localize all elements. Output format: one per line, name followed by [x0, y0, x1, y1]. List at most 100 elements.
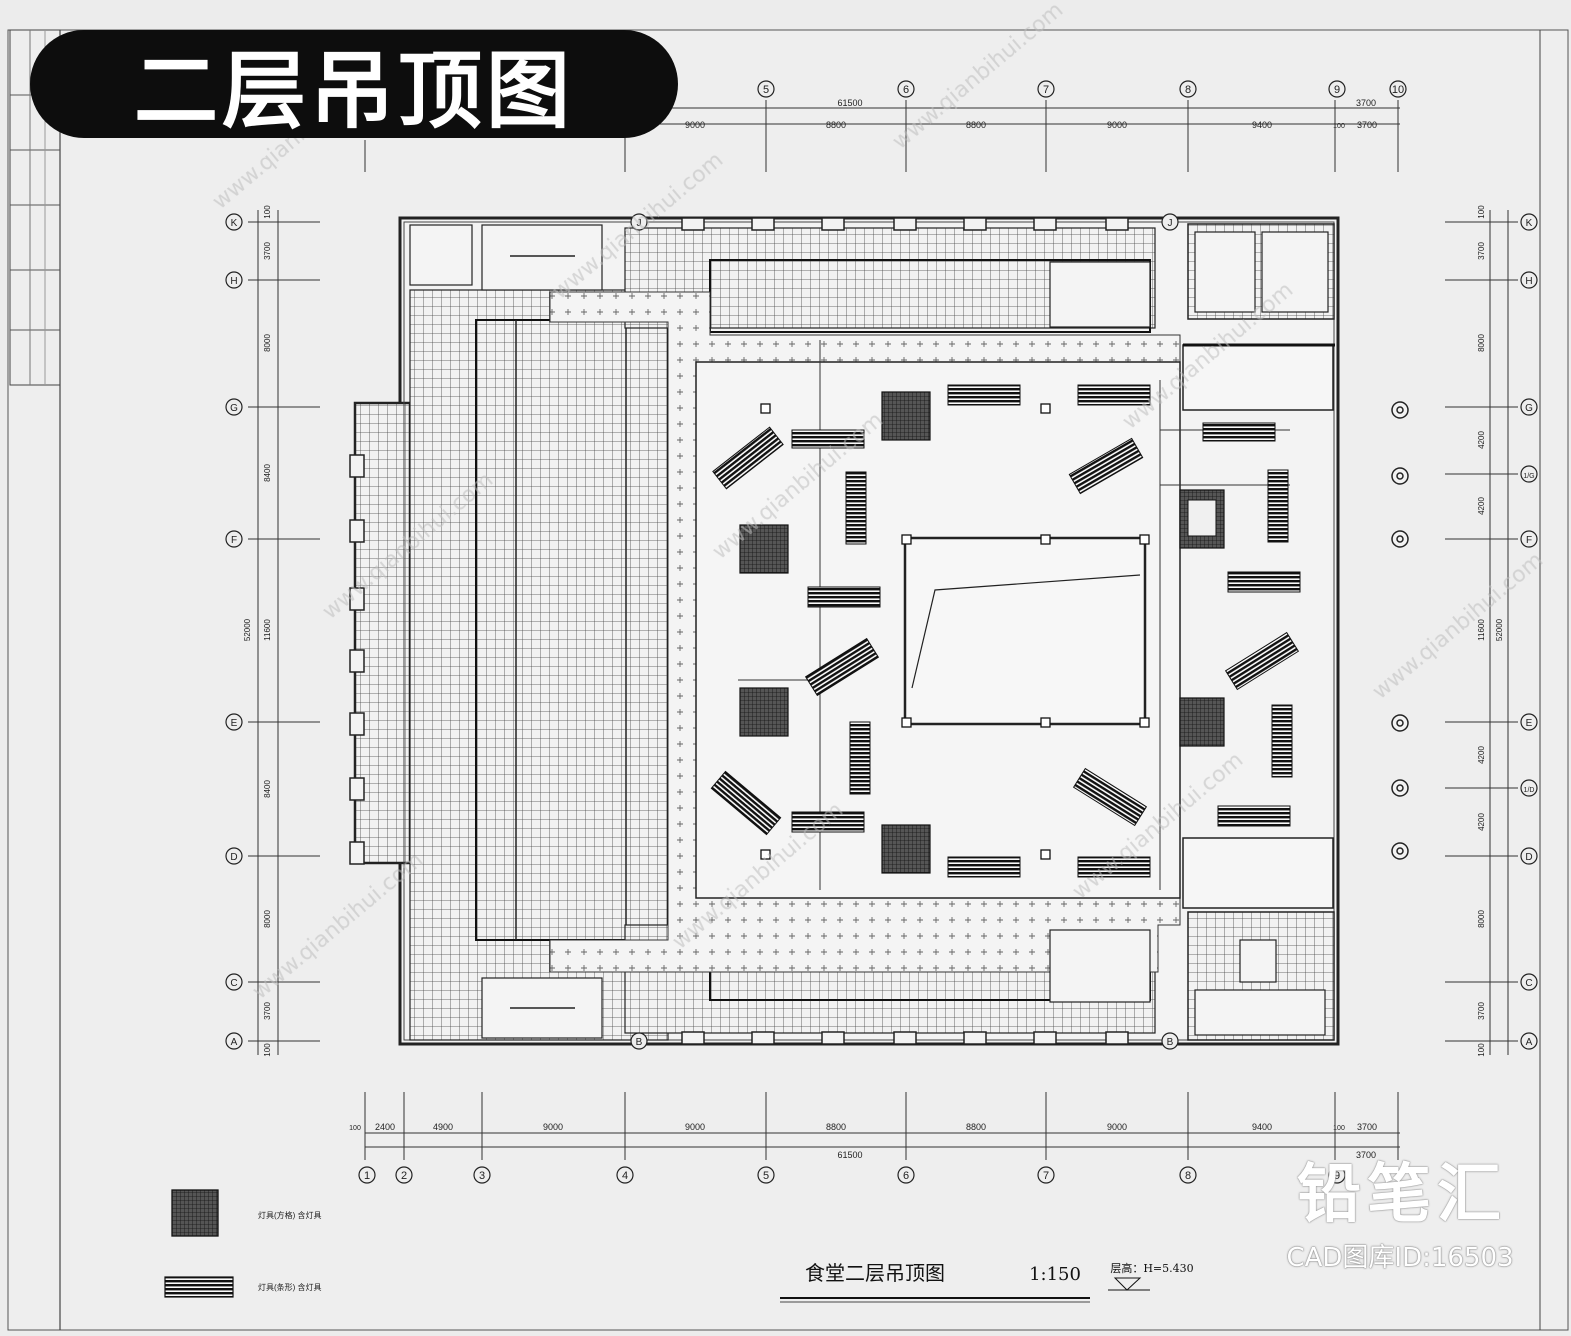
bottom-axis-label: 1 [364, 1170, 370, 1182]
bottom-axis-label: 4 [622, 1170, 628, 1182]
top-dim-segment: 9000 [1107, 120, 1127, 130]
left-axis-bubble [225, 713, 243, 731]
bottom-axis-label: 5 [763, 1170, 769, 1182]
watermark-id: CAD图库ID:16503 [1286, 1243, 1514, 1273]
bottom-dim-segment: 3700 [1357, 1122, 1377, 1132]
left-dim-segment: 8400 [263, 464, 272, 482]
bottom-axis-bubble [1037, 1166, 1055, 1184]
bottom-dim-total: 61500 [837, 1150, 862, 1160]
left-axis-bubble [225, 530, 243, 548]
top-axis-label: 10 [1392, 84, 1404, 96]
column-tag-label: B [636, 1037, 643, 1048]
bottom-dimension-lines [364, 1092, 1400, 1160]
drawing-title: 食堂二层吊顶图 [805, 1261, 945, 1285]
axis-bubbles [225, 80, 1538, 1184]
left-dim-total: 52000 [243, 618, 252, 641]
right-axis-label: A [1526, 1037, 1533, 1048]
left-dim-segment: 100 [263, 205, 272, 219]
left-axis-bubble [225, 271, 243, 289]
exterior-columns [1391, 401, 1409, 860]
bottom-axis-bubble [358, 1166, 376, 1184]
structural-columns [760, 403, 1150, 860]
top-dim-segment: 9400 [1252, 120, 1272, 130]
right-axis-bubble [1520, 713, 1538, 731]
bottom-axis-bubble [1328, 1166, 1346, 1184]
bottom-axis-bubble [1179, 1166, 1197, 1184]
right-axis-bubble [1520, 213, 1538, 231]
left-axis-bubble [225, 1032, 243, 1050]
left-dim-segment: 8000 [263, 910, 272, 928]
right-dim-segment: 3700 [1477, 1002, 1486, 1020]
side-dimension-lines [248, 210, 1518, 1055]
left-axis-label: D [230, 852, 237, 863]
right-dim-segment: 100 [1477, 205, 1486, 219]
bottom-axis-label: 7 [1043, 1170, 1049, 1182]
right-dim-segment: 3700 [1477, 242, 1486, 260]
right-dim-total: 52000 [1495, 618, 1504, 641]
top-dim-right-total: 3700 [1356, 98, 1376, 108]
bottom-dim-segment: 2400 [375, 1122, 395, 1132]
right-axis-label: D [1525, 852, 1532, 863]
left-axis-label: G [230, 403, 238, 414]
top-axis-bubble [1037, 80, 1055, 98]
right-axis-bubble [1520, 847, 1538, 865]
bottom-dim-segment: 100 [1333, 1125, 1345, 1132]
top-dim-segment: 3700 [1357, 120, 1377, 130]
west-inner-zone [475, 319, 669, 941]
left-axis-label: C [230, 978, 237, 989]
column-tag-label: B [1167, 1037, 1174, 1048]
top-dim-total: 61500 [837, 98, 862, 108]
column-tag-bubble [630, 1032, 648, 1050]
right-dim-segment: 11600 [1477, 619, 1486, 641]
bottom-dim-segment: 8800 [966, 1122, 986, 1132]
bottom-axis-label: 2 [401, 1170, 407, 1182]
left-dim-segment: 100 [263, 1043, 272, 1057]
right-axis-label: 1/D [1524, 787, 1535, 794]
top-axis-bubble [897, 80, 915, 98]
bottom-dim-segment: 9000 [543, 1122, 563, 1132]
right-axis-label: G [1525, 403, 1533, 414]
column-tag-bubble [630, 213, 648, 231]
square-light-fixtures [739, 391, 1225, 874]
wall-notches [349, 217, 1129, 1045]
top-dim-segment: 8800 [966, 120, 986, 130]
left-axis-label: E [231, 718, 238, 729]
banner-title: 二层吊顶图 [30, 30, 678, 140]
bottom-axis-bubble [757, 1166, 775, 1184]
right-dim-segment: 8000 [1477, 910, 1486, 928]
right-axis-label: 1/G [1523, 473, 1534, 480]
top-axis-label: 9 [1334, 84, 1340, 96]
right-dim-segment: 4200 [1477, 813, 1486, 831]
central-void [903, 536, 1147, 726]
bottom-axis-bubble [897, 1166, 915, 1184]
column-tag-bubble [1161, 213, 1179, 231]
right-dim-segment: 4200 [1477, 746, 1486, 764]
bottom-dim-segment: 4900 [433, 1122, 453, 1132]
legend-swatch-linear-light [164, 1276, 234, 1298]
left-dim-segment: 3700 [263, 1002, 272, 1020]
bottom-axis-bubble [395, 1166, 413, 1184]
bottom-axis-bubble [616, 1166, 634, 1184]
left-axis-label: F [231, 535, 237, 546]
legend-label-linear-light: 灯具(条形) 含灯具 [258, 1282, 322, 1292]
bottom-axis-label: 6 [903, 1170, 909, 1182]
top-dim-segment: 8800 [826, 120, 846, 130]
right-axis-bubble [1520, 398, 1538, 416]
left-axis-label: H [230, 276, 237, 287]
top-axis-bubble [757, 80, 775, 98]
right-dim-segment: 4200 [1477, 497, 1486, 515]
left-dim-segment: 8400 [263, 780, 272, 798]
left-axis-bubble [225, 847, 243, 865]
left-axis-label: A [231, 1037, 238, 1048]
right-axis-bubble [1520, 1032, 1538, 1050]
top-axis-bubble [1328, 80, 1346, 98]
bottom-dim-segment: 8800 [826, 1122, 846, 1132]
legend-label-grid-light: 灯具(方格) 含灯具 [258, 1210, 322, 1220]
bottom-axis-label: 3 [479, 1170, 485, 1182]
right-axis-bubble [1520, 973, 1538, 991]
drawing-scale: 1:150 [1029, 1264, 1081, 1285]
bottom-dim-segment: 100 [349, 1125, 361, 1132]
top-axis-label: 8 [1185, 84, 1191, 96]
column-tag-bubble [1161, 1032, 1179, 1050]
